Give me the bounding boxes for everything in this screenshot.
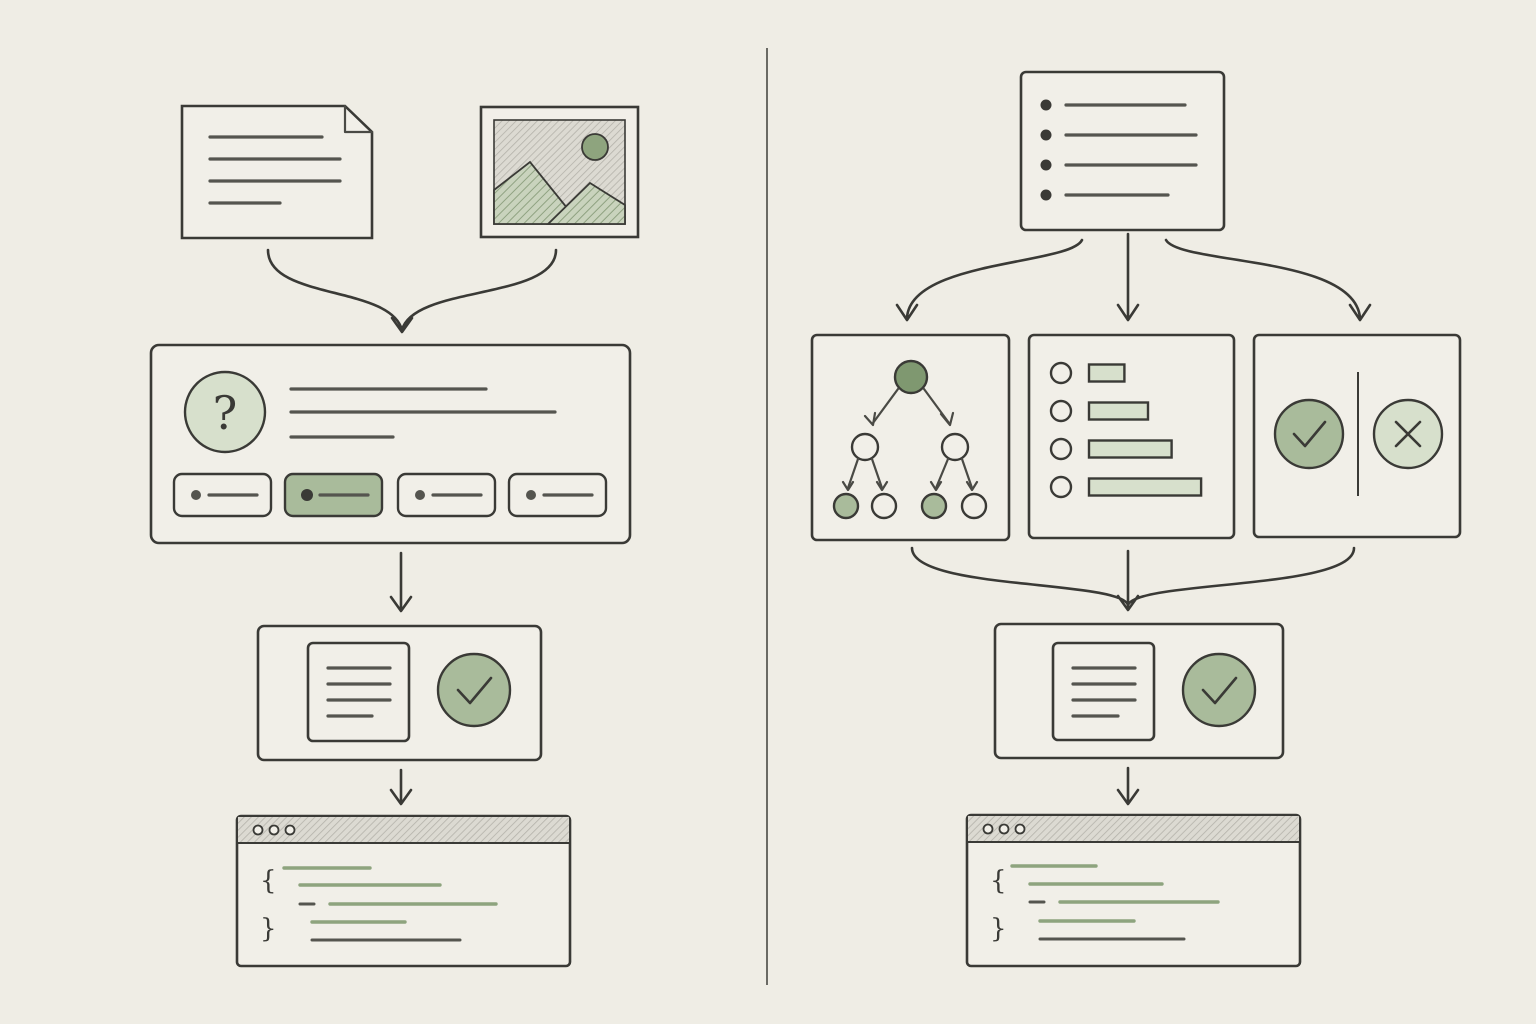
right-arrow-1 <box>1116 766 1140 806</box>
window-dot-icon <box>268 824 280 836</box>
rank-bar <box>1087 439 1173 459</box>
ranked-bars <box>1049 361 1203 499</box>
window-dot-icon <box>284 824 296 836</box>
brace-open-glyph: { <box>260 866 277 896</box>
right-bullet-list-icon <box>1019 70 1226 232</box>
brace-close-glyph: } <box>260 914 277 944</box>
ranked-bar-panel <box>1027 333 1236 540</box>
rank-marker <box>1049 399 1073 423</box>
rank-marker <box>1049 361 1073 385</box>
left-arrow-2 <box>389 768 413 806</box>
rank-marker <box>1049 437 1073 461</box>
option-button-4[interactable] <box>507 472 608 518</box>
rank-bar <box>1087 363 1126 383</box>
window-dot-icon <box>1014 823 1026 835</box>
left-document-icon <box>180 104 374 240</box>
question-mark-glyph: ? <box>213 386 238 440</box>
right-code-window: { } <box>965 813 1302 968</box>
left-code-window: { } <box>235 814 572 968</box>
option-button-1[interactable] <box>172 472 273 518</box>
right-result-panel <box>993 622 1285 760</box>
right-branch-arrows <box>895 232 1372 322</box>
option-button-3[interactable] <box>396 472 497 518</box>
rank-bar <box>1087 477 1203 497</box>
left-result-panel <box>256 624 543 762</box>
window-dot-icon <box>252 824 264 836</box>
right-merge-arrows <box>910 546 1356 612</box>
approve-check-icon <box>1273 398 1345 470</box>
left-image-icon <box>479 105 640 239</box>
option-button-2-selected[interactable] <box>283 472 384 518</box>
window-dot-icon <box>998 823 1010 835</box>
tree-diagram-panel <box>810 333 1011 542</box>
left-arrow-1 <box>389 551 413 613</box>
right-check-circle-icon <box>1181 652 1257 728</box>
brace-close-glyph: } <box>990 914 1007 944</box>
rank-marker <box>1049 475 1073 499</box>
question-circle <box>183 370 267 454</box>
right-result-document-icon <box>1051 641 1156 742</box>
check-cross-panel <box>1252 333 1462 539</box>
window-dot-icon <box>982 823 994 835</box>
left-check-circle-icon <box>436 652 512 728</box>
left-result-document-icon <box>306 641 411 743</box>
question-panel: ? <box>149 343 632 545</box>
left-merge-arrow <box>266 248 558 334</box>
brace-open-glyph: { <box>990 866 1007 896</box>
reject-cross-icon <box>1372 398 1444 470</box>
rank-bar <box>1087 401 1150 421</box>
